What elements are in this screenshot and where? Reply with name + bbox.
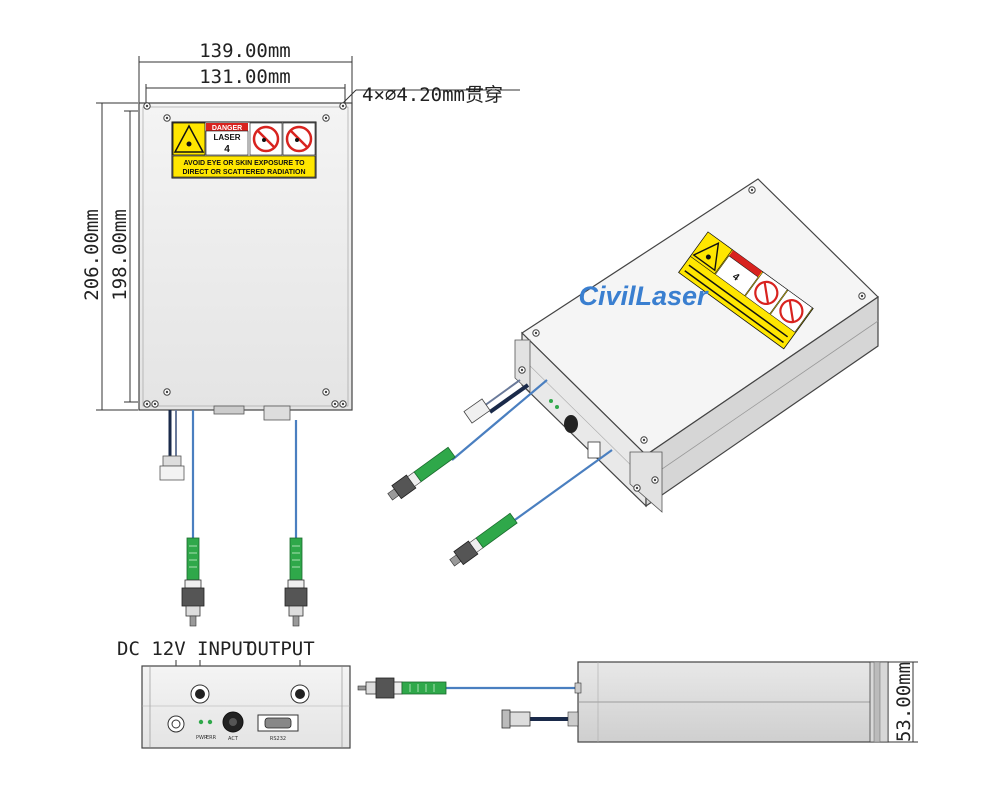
output-label: OUTPUT xyxy=(246,638,315,660)
hole-leader xyxy=(342,89,520,104)
pwr-led-icon xyxy=(198,719,204,725)
isometric-connector-1 xyxy=(387,446,456,501)
holes-label: 4×∅4.20mm贯穿 xyxy=(362,84,503,106)
isometric-cables xyxy=(451,379,613,523)
outer-height-label: 206.00mm xyxy=(81,209,103,301)
no-eye-exposure-icon xyxy=(252,125,280,153)
front-view-module: PWR ERR ACT RS232 xyxy=(141,665,351,749)
outer-width-label: 139.00mm xyxy=(199,40,291,62)
top-view-cables xyxy=(159,410,298,540)
output-fiber-connector xyxy=(284,537,308,627)
danger-text: DANGER xyxy=(212,125,242,132)
isometric-connector-2 xyxy=(449,512,518,567)
err-led-icon xyxy=(207,719,213,725)
side-fiber-connector xyxy=(357,677,447,699)
brand-watermark: CivilLaser xyxy=(578,281,709,311)
input-fiber-connector xyxy=(181,537,205,627)
warning-line-2: DIRECT OR SCATTERED RADIATION xyxy=(182,169,305,176)
laser-class-text: 4 xyxy=(224,144,230,155)
warning-line-1: AVOID EYE OR SKIN EXPOSURE TO xyxy=(183,160,305,167)
isometric-module xyxy=(514,178,879,513)
dc-12v-label: DC 12V xyxy=(117,638,186,660)
rs232-text: RS232 xyxy=(270,736,286,742)
err-text: ERR xyxy=(206,735,217,741)
inner-width-label: 131.00mm xyxy=(199,66,291,88)
warning-label-top: DANGER LASER 4 AVOID EYE OR SKIN EXPOSUR… xyxy=(171,121,317,179)
pwr-text: PWR xyxy=(196,735,208,741)
inner-height-label: 198.00mm xyxy=(109,209,131,301)
act-text: ACT xyxy=(228,736,239,742)
svg-text:4: 4 xyxy=(730,271,741,283)
depth-label: 53.00mm xyxy=(893,662,915,742)
height-dimensions xyxy=(96,102,138,411)
width-dimensions xyxy=(138,56,353,104)
input-label: INPUT xyxy=(197,638,254,660)
warning-label-3d: 4 xyxy=(678,231,814,350)
no-skin-exposure-icon xyxy=(285,125,313,153)
laser-text: LASER xyxy=(213,133,240,142)
side-view-module xyxy=(445,661,889,743)
depth-dimension xyxy=(888,661,918,743)
